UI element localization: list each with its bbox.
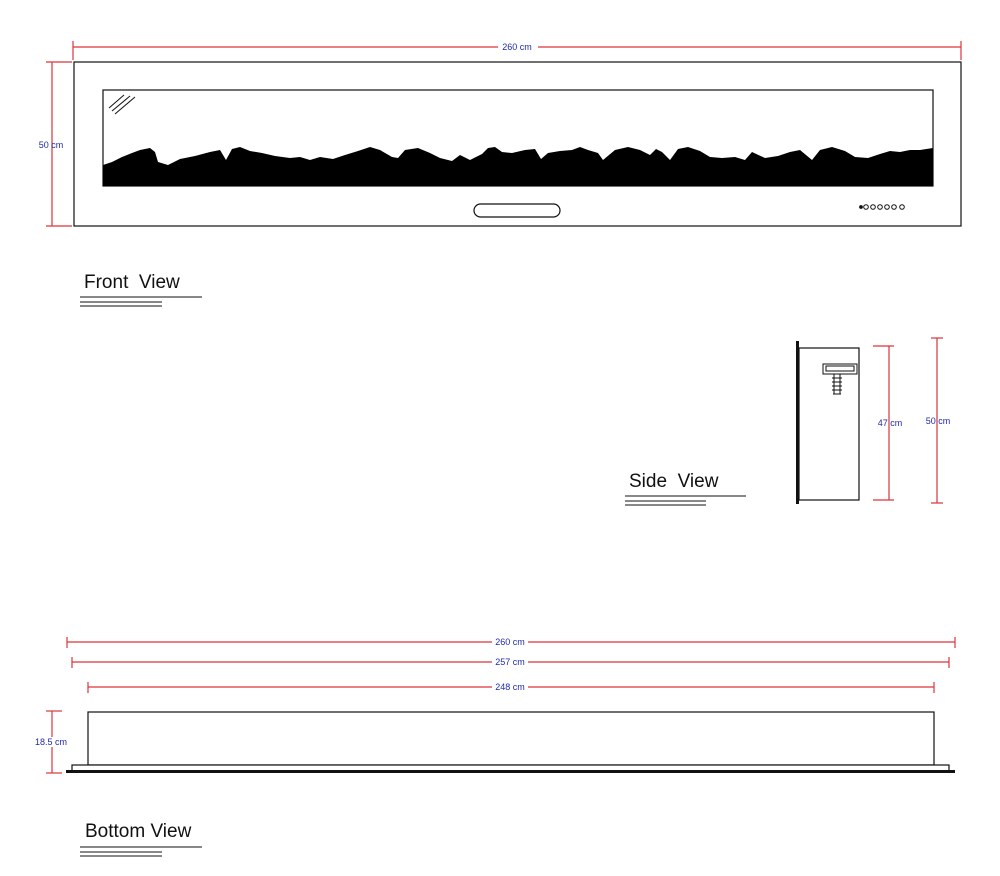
front-view: 260 cm 50 cm bbox=[39, 41, 962, 307]
front-log-silhouette bbox=[103, 147, 933, 186]
control-indicator-dot bbox=[859, 205, 863, 209]
side-inner-height-dimension bbox=[873, 345, 894, 501]
bottom-middle-width-label: 257 cm bbox=[495, 657, 525, 667]
front-control-buttons bbox=[859, 204, 905, 210]
side-title-underline bbox=[625, 495, 746, 506]
control-button bbox=[891, 204, 897, 210]
side-outer-height-dimension bbox=[931, 337, 943, 504]
front-view-title: Front View bbox=[84, 272, 180, 293]
front-handle bbox=[473, 203, 561, 218]
side-wall-bracket bbox=[822, 363, 858, 395]
front-width-label: 260 cm bbox=[502, 42, 532, 52]
glass-glare-marks bbox=[108, 94, 136, 115]
bottom-depth-label: 18.5 cm bbox=[35, 737, 67, 747]
bottom-body-width-label: 248 cm bbox=[495, 682, 525, 692]
side-view-title: Side View bbox=[629, 471, 719, 492]
control-button bbox=[870, 204, 876, 210]
front-height-label: 50 cm bbox=[39, 140, 64, 150]
bottom-base-line bbox=[66, 770, 955, 773]
front-title-underline bbox=[80, 296, 202, 307]
bottom-overall-width-label: 260 cm bbox=[495, 637, 525, 647]
bottom-view: 260 cm 257 cm 248 cm 18.5 cm bbox=[33, 637, 956, 857]
side-view: 47 cm 50 cm Side View bbox=[625, 337, 951, 506]
control-button bbox=[884, 204, 890, 210]
side-front-plate bbox=[796, 341, 799, 504]
control-button bbox=[877, 204, 883, 210]
control-button bbox=[899, 204, 905, 210]
side-inner-height-label: 47 cm bbox=[878, 418, 903, 428]
control-button bbox=[863, 204, 869, 210]
bottom-body bbox=[87, 711, 935, 766]
front-height-dimension bbox=[46, 61, 72, 227]
bottom-title-underline bbox=[80, 846, 202, 857]
side-outer-height-label: 50 cm bbox=[926, 416, 951, 426]
bottom-view-title: Bottom View bbox=[85, 821, 192, 842]
